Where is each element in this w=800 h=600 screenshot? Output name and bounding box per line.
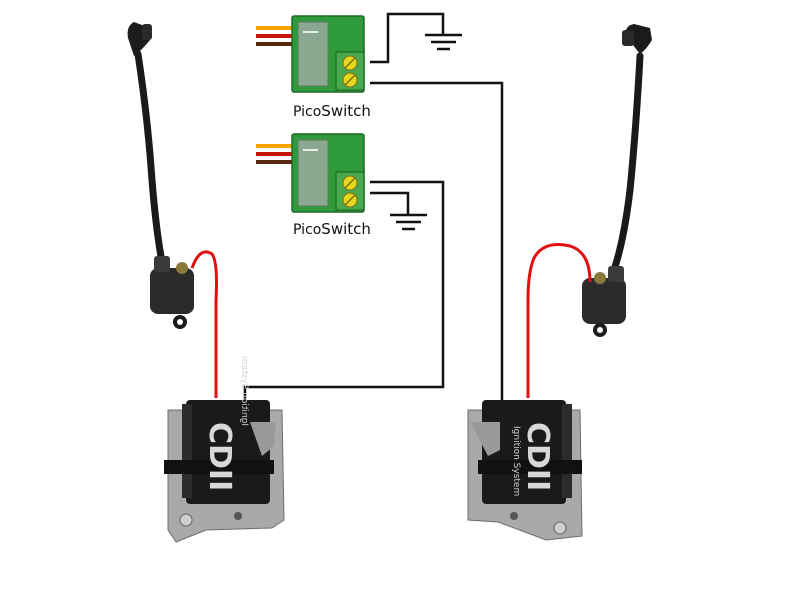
wire-top-pico-right-cdi (370, 81, 504, 400)
wire-top-pico-ground (370, 12, 445, 64)
signal-wires (243, 12, 504, 402)
pico-label: PicoSwitch (293, 102, 371, 120)
ground-icon (390, 213, 427, 231)
cdi-module-right: CDII Ignition System (467, 400, 583, 541)
ht-lead (610, 52, 644, 274)
cdi-subtitle: Ignition System (239, 356, 249, 426)
ignition-coil-right (526, 24, 652, 398)
cdi-module-left: CDII Ignition System (164, 356, 285, 543)
cdi-brand: CDII (520, 422, 555, 491)
red-lead (526, 243, 592, 398)
cdi-body (186, 400, 270, 504)
pico-switch-bottom: PicoSwitch (256, 133, 371, 238)
red-lead (190, 250, 218, 398)
ignition-coil-left (127, 22, 218, 398)
coil-body (150, 268, 194, 314)
pico-switch-top: PicoSwitch (256, 15, 371, 120)
pico-label: PicoSwitch (293, 220, 371, 238)
cdi-subtitle: Ignition System (511, 426, 521, 496)
cdi-body (482, 400, 566, 504)
cdi-brand: CDII (202, 422, 237, 491)
ht-lead (134, 50, 166, 266)
wire-bottom-pico-left-cdi (243, 180, 445, 402)
wire-bottom-pico-ground (370, 191, 410, 214)
ground-icon (425, 33, 462, 51)
coil-body (582, 278, 626, 324)
